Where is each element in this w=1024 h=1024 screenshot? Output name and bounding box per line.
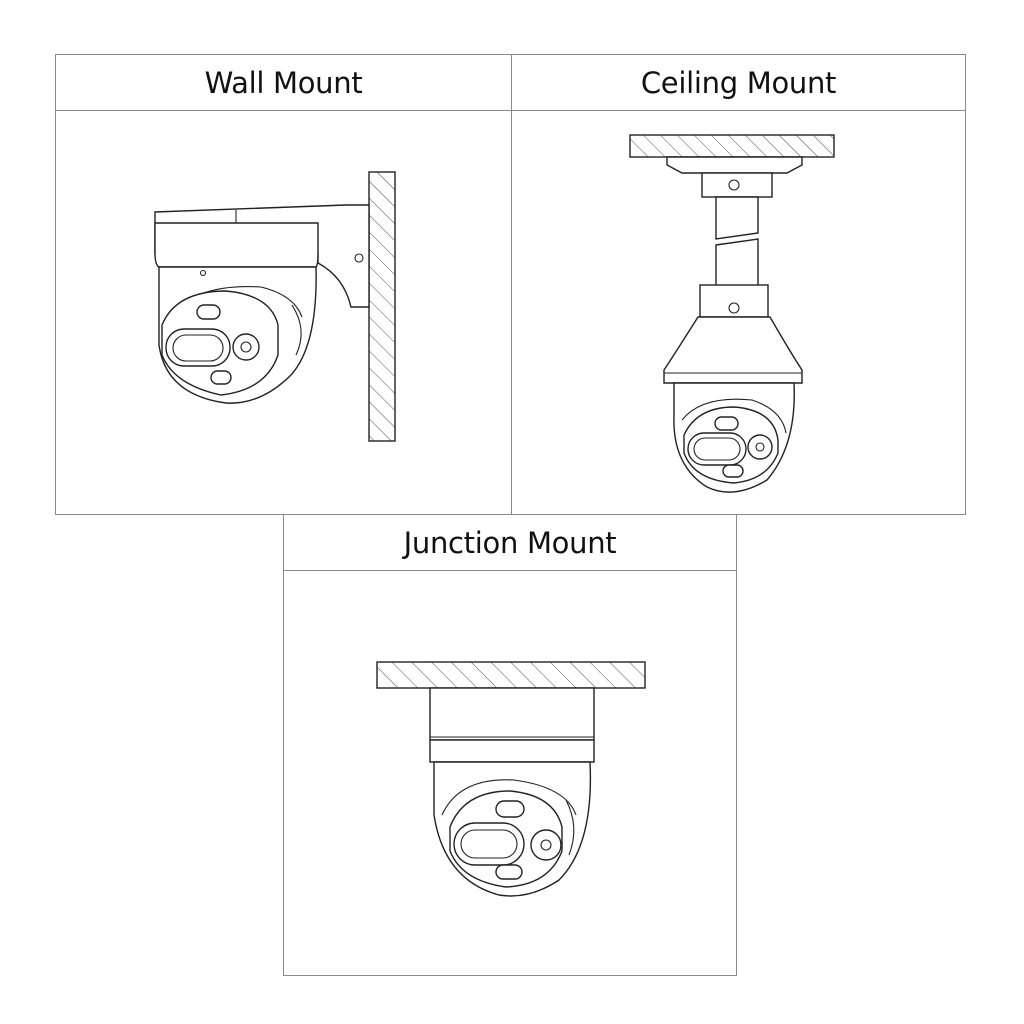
thermal-lens bbox=[453, 822, 525, 866]
ceiling-mount-drawing bbox=[629, 134, 835, 493]
junction-mount-drawing bbox=[376, 661, 646, 897]
ceiling bbox=[629, 134, 835, 158]
wall-mount-title: Wall Mount bbox=[56, 55, 511, 111]
ir-led-bottom bbox=[210, 370, 232, 385]
ir-led-bottom bbox=[722, 464, 744, 478]
pole-collar bbox=[701, 172, 773, 198]
ir-led-bottom bbox=[495, 864, 523, 880]
ceiling-mount-panel: Ceiling Mount bbox=[511, 54, 966, 515]
pole-adapter bbox=[699, 284, 769, 318]
ceiling-mount-title: Ceiling Mount bbox=[512, 55, 965, 111]
wall-mount-drawing bbox=[154, 171, 396, 442]
thermal-lens bbox=[165, 328, 231, 367]
wall-mount-panel: Wall Mount bbox=[55, 54, 512, 515]
visible-lens bbox=[232, 333, 260, 361]
pendant-housing bbox=[663, 316, 803, 384]
ir-led-top bbox=[495, 800, 525, 818]
visible-lens bbox=[530, 829, 562, 861]
dome-base bbox=[429, 739, 595, 763]
wall bbox=[368, 171, 396, 442]
pendant-pole bbox=[715, 196, 759, 240]
visible-lens bbox=[747, 434, 773, 460]
thermal-lens bbox=[687, 432, 747, 466]
ceiling bbox=[376, 661, 646, 689]
junction-mount-title: Junction Mount bbox=[284, 515, 736, 571]
ceiling-plate bbox=[666, 156, 803, 174]
junction-mount-panel: Junction Mount bbox=[283, 514, 737, 976]
ir-led-top bbox=[714, 416, 739, 431]
ir-led-top bbox=[196, 304, 221, 320]
junction-box bbox=[429, 687, 595, 741]
